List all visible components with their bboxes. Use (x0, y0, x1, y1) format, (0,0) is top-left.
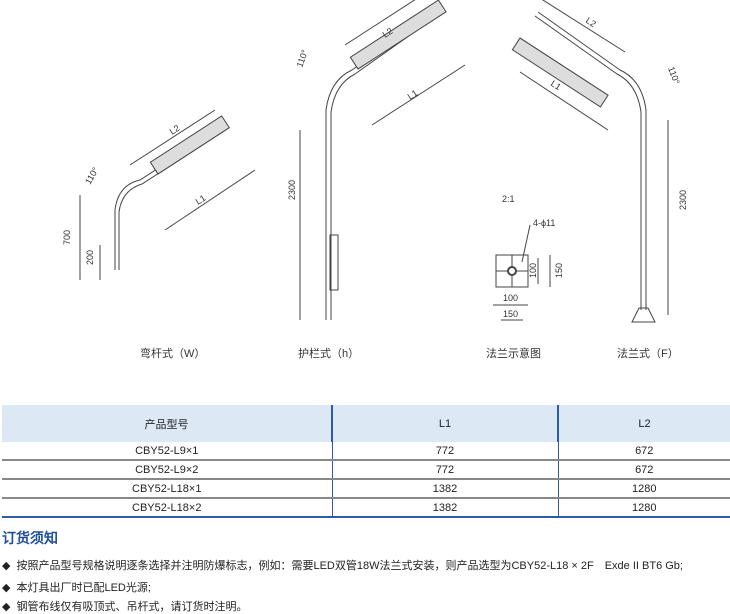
dim-150-vertical: 150 (554, 263, 564, 278)
dim-2300: 2300 (287, 180, 297, 200)
cell-l2: 1280 (557, 479, 730, 499)
cell-model: CBY52-L9×1 (2, 442, 332, 461)
dim-l1: L1 (406, 88, 420, 102)
header-l1: L1 (331, 405, 558, 442)
cell-l1: 772 (331, 442, 558, 461)
header-model: 产品型号 (2, 405, 332, 442)
cell-model: CBY52-L18×2 (2, 498, 332, 518)
caption-flange: 法兰示意图 (486, 348, 541, 360)
dim-200: 200 (85, 250, 95, 265)
cell-l1: 1382 (331, 498, 558, 518)
caption-w: 弯杆式（W） (140, 348, 206, 360)
cell-l1: 772 (331, 460, 558, 480)
note-item: ◆ 本灯具出厂时已配LED光源; (2, 579, 151, 595)
note-text: 本灯具出厂时已配LED光源; (16, 582, 151, 594)
technical-drawings: 700 200 L2 L1 110° 2300 L2 L1 110° 2:1 4… (62, 0, 688, 323)
note-text: 按照产品型号规格说明逐条选择并注明防爆标志，例如：需要LED双管18W法兰式安装… (16, 560, 683, 572)
dim-angle: 110° (83, 165, 101, 186)
dim-l2: L2 (584, 15, 598, 29)
dim-angle: 110° (294, 48, 310, 69)
caption-h: 护栏式（h） (298, 348, 360, 360)
cell-model: CBY52-L18×1 (2, 479, 332, 499)
cell-l2: 672 (557, 460, 730, 480)
drawing-w: 700 200 L2 L1 110° (62, 109, 256, 280)
note-item: ◆ 按照产品型号规格说明逐条选择并注明防爆标志，例如：需要LED双管18W法兰式安… (2, 557, 683, 573)
flange-holes: 4-ϕ11 (533, 218, 555, 228)
cell-model: CBY52-L9×2 (2, 460, 332, 480)
flange-scale: 2:1 (502, 194, 515, 204)
cell-l2: 1280 (557, 498, 730, 518)
dim-100-vertical: 100 (528, 263, 538, 278)
diamond-bullet-icon: ◆ (2, 560, 11, 572)
cell-l1: 1382 (331, 479, 558, 499)
dim-l1: L1 (194, 193, 208, 207)
dim-l2: L2 (381, 26, 395, 40)
drawing-flange: 2:1 4-ϕ11 100 150 100 150 (493, 194, 564, 321)
dim-100: 100 (503, 293, 518, 303)
note-item: ◆ 钢管布线仅有吸顶式、吊杆式，请订货时注明。 (2, 598, 247, 614)
note-text: 钢管布线仅有吸顶式、吊杆式，请订货时注明。 (16, 601, 248, 613)
dim-2300: 2300 (678, 190, 688, 210)
diamond-bullet-icon: ◆ (2, 582, 11, 594)
dim-l2: L2 (168, 123, 182, 137)
dim-l1: L1 (549, 78, 563, 92)
drawing-h: 2300 L2 L1 110° (287, 0, 466, 320)
dim-angle: 110° (666, 65, 682, 86)
dim-700: 700 (62, 230, 72, 245)
header-l2: L2 (557, 405, 730, 442)
ordering-notes-title: 订货须知 (2, 530, 58, 546)
cell-l2: 672 (557, 442, 730, 461)
drawing-f: 2300 L2 L1 110° (511, 0, 688, 323)
caption-f: 法兰式（F） (617, 348, 679, 360)
dim-150: 150 (503, 309, 518, 319)
diamond-bullet-icon: ◆ (2, 601, 11, 613)
